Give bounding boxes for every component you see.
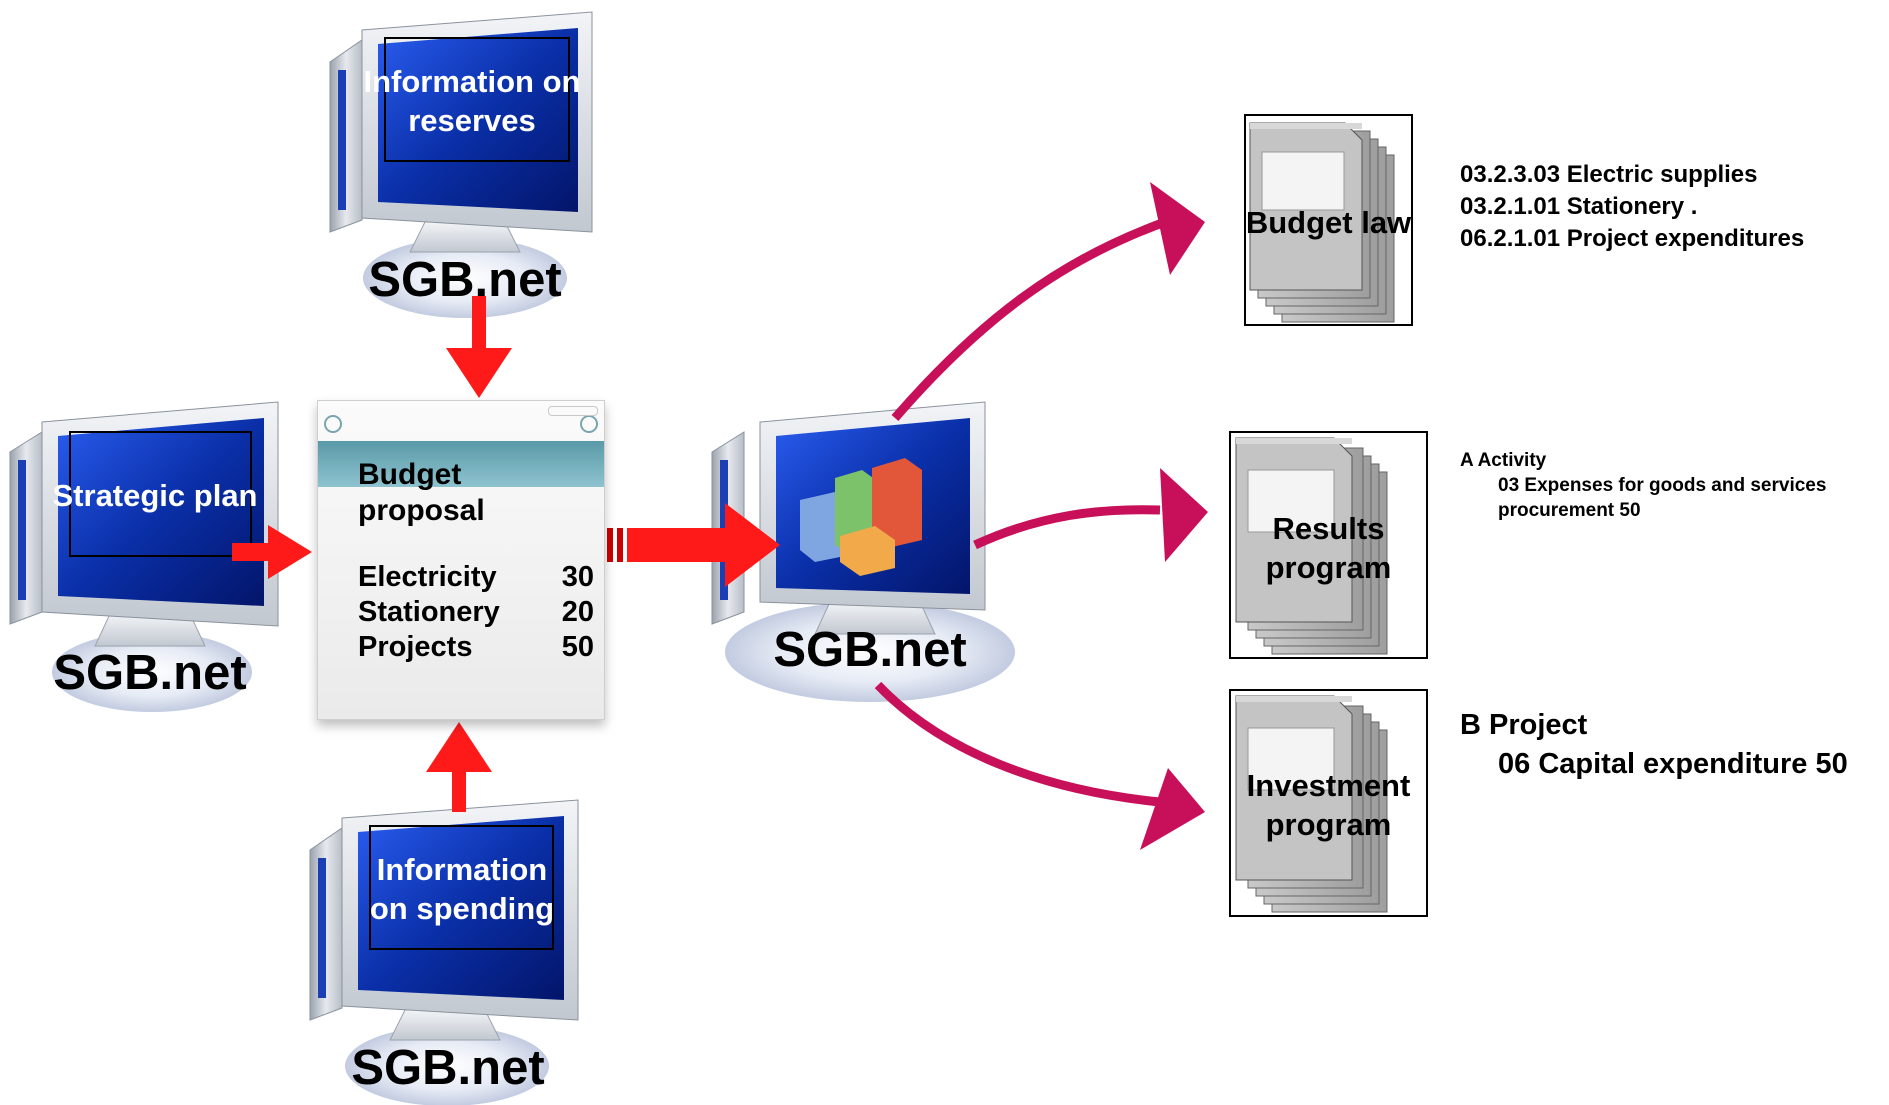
note-results-line1: 03 Expenses for goods and services: [1498, 475, 1827, 496]
proposal-band: [318, 441, 604, 487]
doc-label-investment-text: Investment program: [1246, 768, 1411, 842]
left-base-ellipse: [52, 632, 252, 712]
top-screen-frame: [384, 37, 570, 162]
proposal-row-name: Projects: [358, 631, 473, 663]
proposal-title: Budget proposal: [358, 458, 485, 527]
left-workstation: [9, 401, 279, 712]
note-investment-heading: B Project: [1460, 709, 1588, 741]
center-base-ellipse: [725, 602, 1015, 702]
left-monitor-screen: [58, 418, 264, 606]
top-base-ellipse: [363, 238, 567, 318]
card-titlebar: [548, 406, 598, 416]
document-investment: [1229, 689, 1428, 917]
left-sgb-caption: SGB.net: [53, 646, 247, 700]
budget-proposal-card: Budget proposal Electricity 30 Stationer…: [317, 400, 605, 720]
center-sgb-caption: SGB.net: [773, 623, 967, 677]
card-icon-left: [324, 415, 342, 433]
document-results: [1229, 431, 1428, 659]
arrow-top-to-proposal: [446, 296, 512, 398]
bottom-monitor-screen: [358, 816, 564, 1000]
arrow-to-investment: [874, 681, 1205, 850]
bottom-screen-label: Information on spending: [362, 850, 562, 928]
doc-label-investment: Investment program: [1232, 766, 1425, 844]
proposal-row-value: 20: [561, 596, 594, 628]
top-screen-label: Information on reserves: [356, 62, 588, 140]
3d-bar-chart-icon: [800, 458, 922, 576]
proposal-row: Stationery 20: [358, 596, 594, 631]
note-results-line2: procurement 50: [1498, 500, 1641, 521]
proposal-row-value: 30: [561, 561, 594, 593]
proposal-row-value: 50: [561, 631, 594, 663]
bottom-base-ellipse: [345, 1026, 549, 1105]
bottom-sgb-caption: SGB.net: [351, 1041, 545, 1095]
arrow-to-budget-law: [891, 182, 1205, 421]
top-sgb-caption: SGB.net: [368, 253, 562, 307]
card-icon-right: [580, 415, 598, 433]
top-workstation: [329, 11, 593, 318]
bottom-screen-frame: [369, 825, 554, 950]
doc-label-budget-law: Budget law: [1245, 205, 1412, 240]
proposal-row-name: Stationery: [358, 596, 500, 628]
bottom-workstation: [309, 799, 579, 1105]
arrow-proposal-to-center: [607, 503, 780, 587]
note-budget-law-3: 06.2.1.01 Project expenditures: [1460, 225, 1805, 252]
document-budget-law: [1244, 114, 1413, 326]
arrow-bottom-to-proposal: [426, 722, 492, 812]
top-monitor-screen: [378, 28, 578, 212]
note-budget-law-2: 03.2.1.01 Stationery .: [1460, 193, 1698, 220]
top-screen-label-text: Information on reserves: [363, 64, 581, 138]
note-results-heading: A Activity: [1460, 450, 1547, 471]
left-screen-label: Strategic plan: [50, 476, 260, 515]
left-screen-frame: [69, 431, 252, 557]
bottom-screen-label-text: Information on spending: [369, 852, 555, 926]
doc-label-results-text: Results program: [1265, 511, 1392, 585]
doc-label-results: Results program: [1236, 509, 1421, 587]
left-screen-label-text: Strategic plan: [52, 478, 258, 513]
arrow-to-results: [973, 468, 1208, 562]
proposal-row: Electricity 30: [358, 561, 594, 596]
arrow-left-to-proposal: [232, 525, 312, 579]
proposal-row-name: Electricity: [358, 561, 497, 593]
proposal-row: Projects 50: [358, 631, 594, 666]
note-investment-line1: 06 Capital expenditure 50: [1498, 748, 1848, 780]
note-budget-law-1: 03.2.3.03 Electric supplies: [1460, 161, 1758, 188]
